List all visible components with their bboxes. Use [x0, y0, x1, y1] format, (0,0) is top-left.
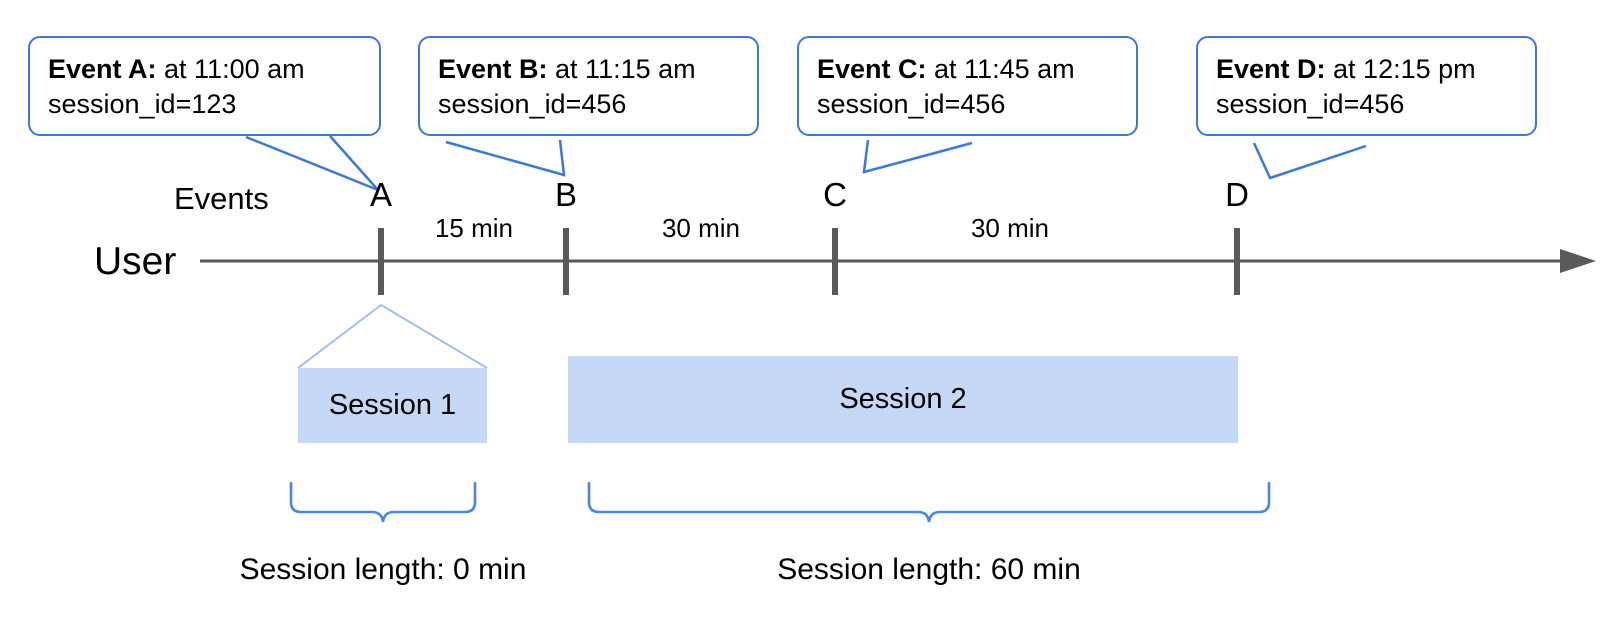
- session1-connector-right: [380, 304, 488, 369]
- tick-label-c: C: [823, 176, 847, 213]
- callout-d-session: session_id=456: [1216, 89, 1405, 120]
- callout-event-b[interactable]: Event B: at 11:15 am session_id=456: [418, 36, 759, 137]
- timeline-arrowhead: [1560, 249, 1596, 273]
- callout-tail-d: [1252, 142, 1367, 180]
- tick-label-b: B: [554, 176, 577, 213]
- callout-d-time: at 12:15 pm: [1325, 54, 1476, 84]
- tick-label-d: D: [1225, 176, 1249, 213]
- session-bar-1[interactable]: Session 1: [298, 368, 487, 443]
- session-bar-1-label: Session 1: [328, 389, 457, 421]
- callout-a-session: session_id=123: [48, 89, 237, 120]
- session-length-label-1: Session length: 0 min: [239, 553, 527, 586]
- brace-session-2: [587, 481, 1271, 523]
- events-row-label: Events: [174, 181, 269, 216]
- callout-a-time: at 11:00 am: [156, 54, 305, 84]
- callout-d-lead: Event D:: [1216, 54, 1326, 84]
- callout-c-time: at 11:45 am: [926, 54, 1075, 84]
- callout-b-time: at 11:15 am: [547, 54, 696, 84]
- callout-tail-b: [445, 139, 566, 177]
- callout-c-session: session_id=456: [817, 89, 1006, 120]
- session-bar-2[interactable]: Session 2: [568, 356, 1238, 443]
- tick-label-a: A: [369, 176, 392, 213]
- session-length-label-2: Session length: 60 min: [777, 553, 1081, 586]
- callout-a-lead: Event A:: [48, 54, 157, 84]
- callout-event-c[interactable]: Event C: at 11:45 am session_id=456: [797, 36, 1138, 137]
- callout-b-lead: Event B:: [438, 54, 548, 84]
- session-bar-2-label: Session 2: [839, 383, 967, 415]
- brace-session-1: [289, 481, 477, 523]
- session1-connector-left: [297, 304, 382, 369]
- callout-b-session: session_id=456: [438, 89, 627, 120]
- gap-label-b-c: 30 min: [661, 213, 741, 243]
- gap-label-a-b: 15 min: [434, 213, 514, 243]
- callout-c-lead: Event C:: [817, 54, 927, 84]
- callout-tail-c: [862, 139, 973, 174]
- callout-event-d[interactable]: Event D: at 12:15 pm session_id=456: [1196, 36, 1537, 137]
- gap-label-c-d: 30 min: [970, 213, 1050, 243]
- user-row-label: User: [94, 240, 177, 283]
- callout-event-a[interactable]: Event A: at 11:00 am session_id=123: [28, 36, 381, 137]
